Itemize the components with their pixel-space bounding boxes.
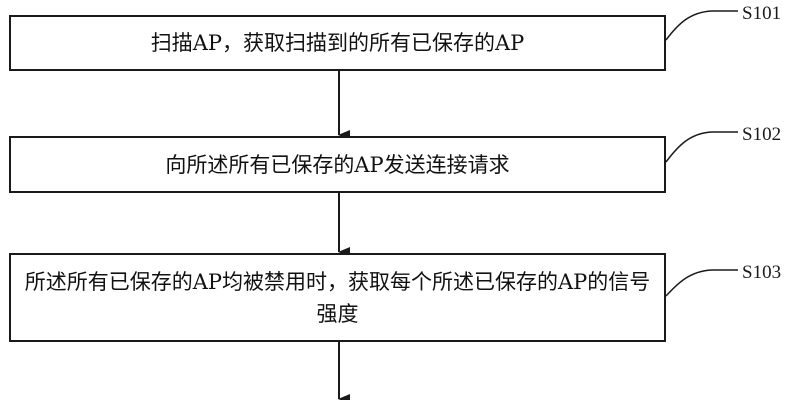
leader-s101 [665, 10, 738, 41]
step-label-s102: S102 [742, 124, 782, 145]
step-box-s101: 扫描AP，获取扫描到的所有已保存的AP [9, 15, 666, 71]
step-label-s101: S101 [742, 3, 782, 24]
leader-s102 [665, 131, 738, 163]
step-box-s102: 向所述所有已保存的AP发送连接请求 [9, 136, 666, 193]
step-text-s102: 向所述所有已保存的AP发送连接请求 [165, 152, 510, 177]
step-label-s103: S103 [742, 262, 782, 283]
step-text-s101: 扫描AP，获取扫描到的所有已保存的AP [150, 31, 525, 55]
step-box-s103: 所述所有已保存的AP均被禁用时，获取每个所述已保存的AP的信号强度 [9, 253, 666, 342]
step-text-s103: 所述所有已保存的AP均被禁用时，获取每个所述已保存的AP的信号强度 [24, 269, 651, 326]
leader-s103 [665, 269, 738, 297]
